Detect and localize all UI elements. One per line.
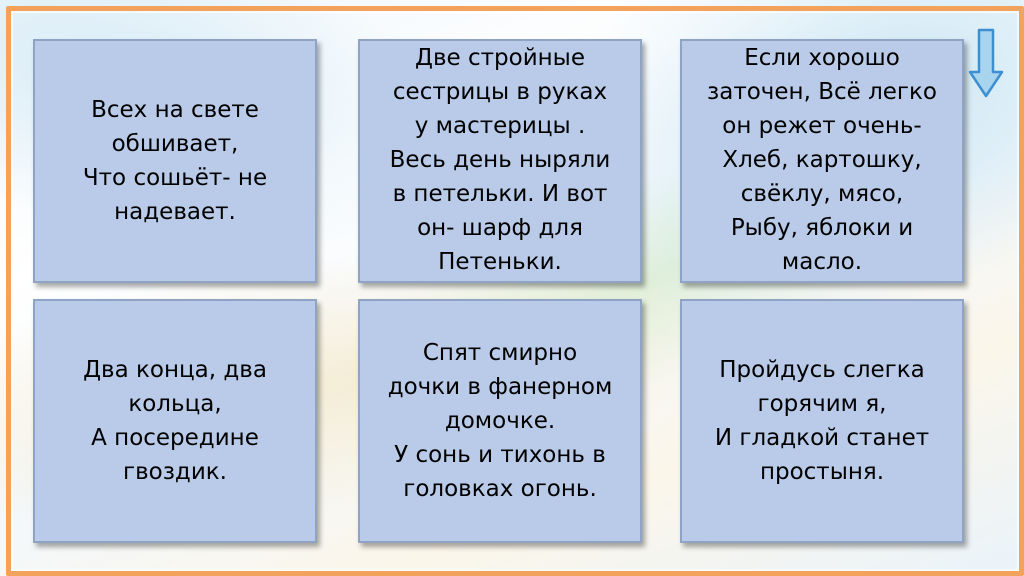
riddle-text: Два конца, два кольца, А посередине гвоз… bbox=[83, 357, 267, 485]
riddle-card-5[interactable]: Спят смирно дочки в фанерном домочке. У … bbox=[358, 299, 642, 543]
arrow-down-icon-graphic bbox=[968, 28, 1004, 98]
riddle-card-3[interactable]: Если хорошо заточен, Всё легко он режет … bbox=[680, 39, 964, 283]
riddle-card-4[interactable]: Два конца, два кольца, А посередине гвоз… bbox=[33, 299, 317, 543]
riddle-text: Спят смирно дочки в фанерном домочке. У … bbox=[387, 340, 613, 502]
riddle-text: Всех на свете обшивает, Что сошьёт- не н… bbox=[82, 97, 268, 225]
arrow-down-icon[interactable] bbox=[968, 28, 1004, 98]
riddle-card-6[interactable]: Пройдусь слегка горячим я, И гладкой ста… bbox=[680, 299, 964, 543]
riddle-text: Две стройные сестрицы в руках у мастериц… bbox=[389, 45, 611, 275]
riddle-text: Если хорошо заточен, Всё легко он режет … bbox=[707, 45, 937, 275]
slide-frame bbox=[6, 6, 1024, 576]
riddle-card-2[interactable]: Две стройные сестрицы в руках у мастериц… bbox=[358, 39, 642, 283]
riddle-text: Пройдусь слегка горячим я, И гладкой ста… bbox=[714, 357, 930, 485]
riddle-card-1[interactable]: Всех на свете обшивает, Что сошьёт- не н… bbox=[33, 39, 317, 283]
